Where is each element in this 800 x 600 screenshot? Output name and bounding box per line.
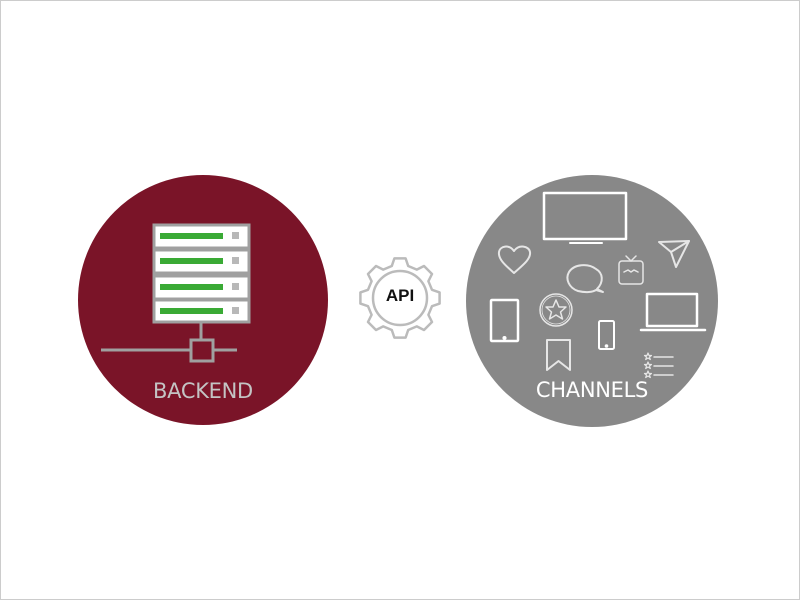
channels-label: CHANNELS xyxy=(535,378,649,402)
heart-icon xyxy=(497,245,532,274)
send-paper-plane-icon xyxy=(658,240,690,268)
rating-list-icon xyxy=(643,352,674,379)
smartphone-icon xyxy=(598,320,615,350)
laptop-icon xyxy=(639,292,707,332)
backend-circle: BACKEND xyxy=(78,175,328,425)
server-rack-icon xyxy=(152,223,251,324)
bookmark-icon xyxy=(546,339,571,371)
star-badge-icon xyxy=(539,293,573,327)
gear-icon xyxy=(359,257,441,339)
api-label: API xyxy=(385,286,415,305)
retro-tv-icon xyxy=(618,255,644,285)
speech-bubble-icon xyxy=(566,264,604,294)
server-unit xyxy=(152,274,251,301)
server-unit xyxy=(152,298,251,324)
backend-label: BACKEND xyxy=(153,379,253,403)
server-unit xyxy=(152,223,251,250)
tablet-icon xyxy=(489,298,520,343)
network-connector-icon xyxy=(101,323,237,363)
tv-monitor-icon xyxy=(542,191,628,244)
server-unit xyxy=(152,248,251,275)
